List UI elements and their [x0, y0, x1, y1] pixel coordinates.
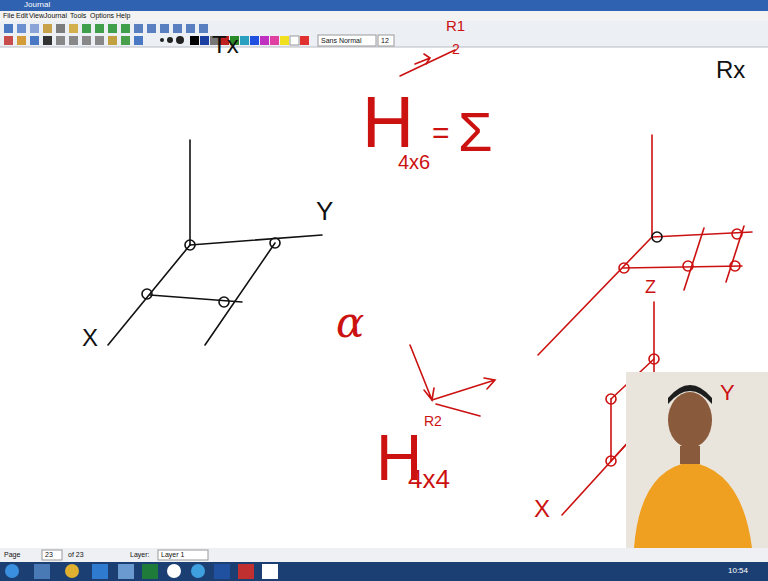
axis-label: Tx — [212, 33, 239, 57]
matrix-size: 4x6 — [398, 152, 430, 172]
status-text: 23 — [45, 551, 53, 558]
clock-time: 10:54 — [728, 567, 748, 575]
toolbar — [0, 21, 768, 47]
status-text: Page — [4, 551, 20, 558]
taskbar — [0, 562, 768, 581]
ray-label: R1 — [446, 18, 465, 33]
font-size: 12 — [381, 37, 389, 44]
ray-sketches — [400, 50, 495, 416]
matrix-symbol: H — [362, 86, 414, 158]
page-box — [42, 550, 62, 560]
equals-sign: = — [432, 118, 450, 148]
menu-item: File — [3, 12, 14, 19]
menu-item: Journal — [44, 12, 67, 19]
rx-antenna-array — [538, 135, 752, 355]
status-text: Layer 1 — [161, 551, 184, 558]
menu-item: Edit — [16, 12, 28, 19]
menu-item: Tools — [70, 12, 86, 19]
axis-label: Y — [720, 382, 735, 404]
menu-item: Options — [90, 12, 114, 19]
axis-label: X — [82, 326, 98, 350]
toolbar-icons — [4, 24, 394, 46]
axis-label: Y — [316, 198, 333, 224]
matrix-size: 4x4 — [408, 466, 450, 492]
ray-label: 2 — [452, 42, 460, 56]
title-bar — [0, 0, 768, 11]
window-title: Journal — [24, 1, 50, 9]
status-bar — [0, 548, 768, 562]
presenter-video — [626, 372, 768, 548]
ray-label: R2 — [424, 414, 442, 428]
taskbar-icons — [5, 564, 278, 579]
toolbar-border — [0, 47, 768, 48]
tx-antenna-array — [108, 140, 322, 345]
alpha-symbol: α — [336, 302, 364, 344]
menu-item: Help — [116, 12, 130, 19]
layer-box — [158, 550, 208, 560]
axis-label: Z — [645, 278, 656, 296]
axis-label: X — [534, 497, 550, 521]
menu-bar — [0, 11, 768, 21]
axis-label: Rx — [716, 58, 745, 82]
status-text: Layer: — [130, 551, 149, 558]
menu-item: View — [29, 12, 44, 19]
sum-symbol: Σ — [458, 104, 493, 160]
font-name: Sans Normal — [321, 37, 361, 44]
status-text: of 23 — [68, 551, 84, 558]
